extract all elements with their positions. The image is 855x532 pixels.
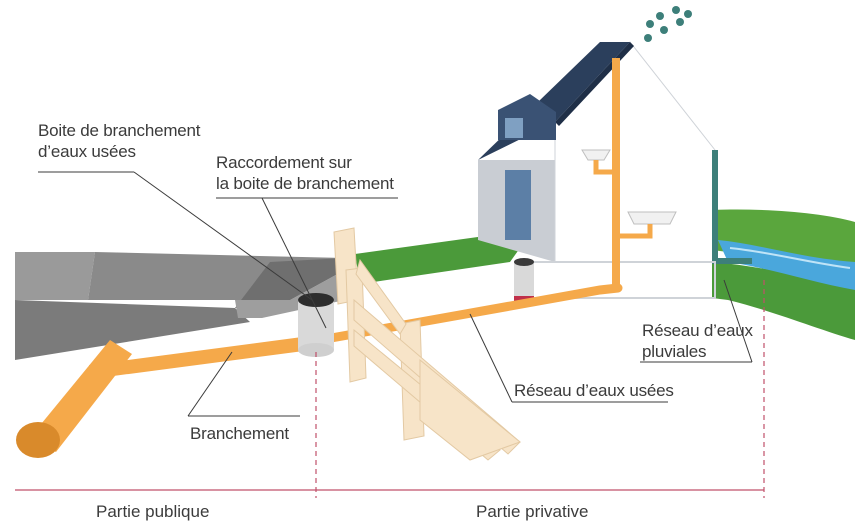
river-highlight <box>729 247 851 269</box>
road-sidewalk <box>235 270 345 318</box>
sink-upper <box>581 149 611 161</box>
rain-pipe-horizontal <box>712 258 752 264</box>
zone-privative: Partie privative <box>476 502 589 521</box>
private-box-top <box>514 258 534 266</box>
lawn <box>355 236 520 284</box>
sink-drain-upper <box>593 160 612 175</box>
boundary-dividers <box>315 280 765 498</box>
rain-drops <box>644 6 692 42</box>
label-boite-eaux-usees: Boite de branchement d’eaux usées <box>38 121 201 161</box>
dormer-window <box>505 118 523 138</box>
river <box>718 240 855 290</box>
public-box-top <box>298 293 334 307</box>
waste-stack <box>612 58 620 288</box>
label-branchement: Branchement <box>190 424 289 443</box>
hill-back <box>712 209 855 272</box>
label-reseau-usees: Réseau d’eaux usées <box>514 381 674 400</box>
main-sewer-pipe-end <box>16 422 60 458</box>
road-cut-face <box>15 300 250 360</box>
house-door <box>505 170 531 240</box>
label-reseau-pluviales: Réseau d’eaux pluviales <box>642 321 753 361</box>
private-inspection-box <box>514 262 534 304</box>
road-surface <box>15 252 95 300</box>
fence <box>333 227 521 461</box>
leader-lines <box>38 171 753 417</box>
sink-lower <box>627 211 677 225</box>
zone-publique: Partie publique <box>96 502 210 521</box>
label-raccordement: Raccordement sur la boite de branchement <box>216 153 394 193</box>
rain-downpipe <box>712 150 718 260</box>
public-box-bottom <box>298 343 334 357</box>
main-sewer-pipe <box>28 340 132 452</box>
sink-drain-lower <box>620 224 653 239</box>
branch-pipe <box>89 335 319 379</box>
